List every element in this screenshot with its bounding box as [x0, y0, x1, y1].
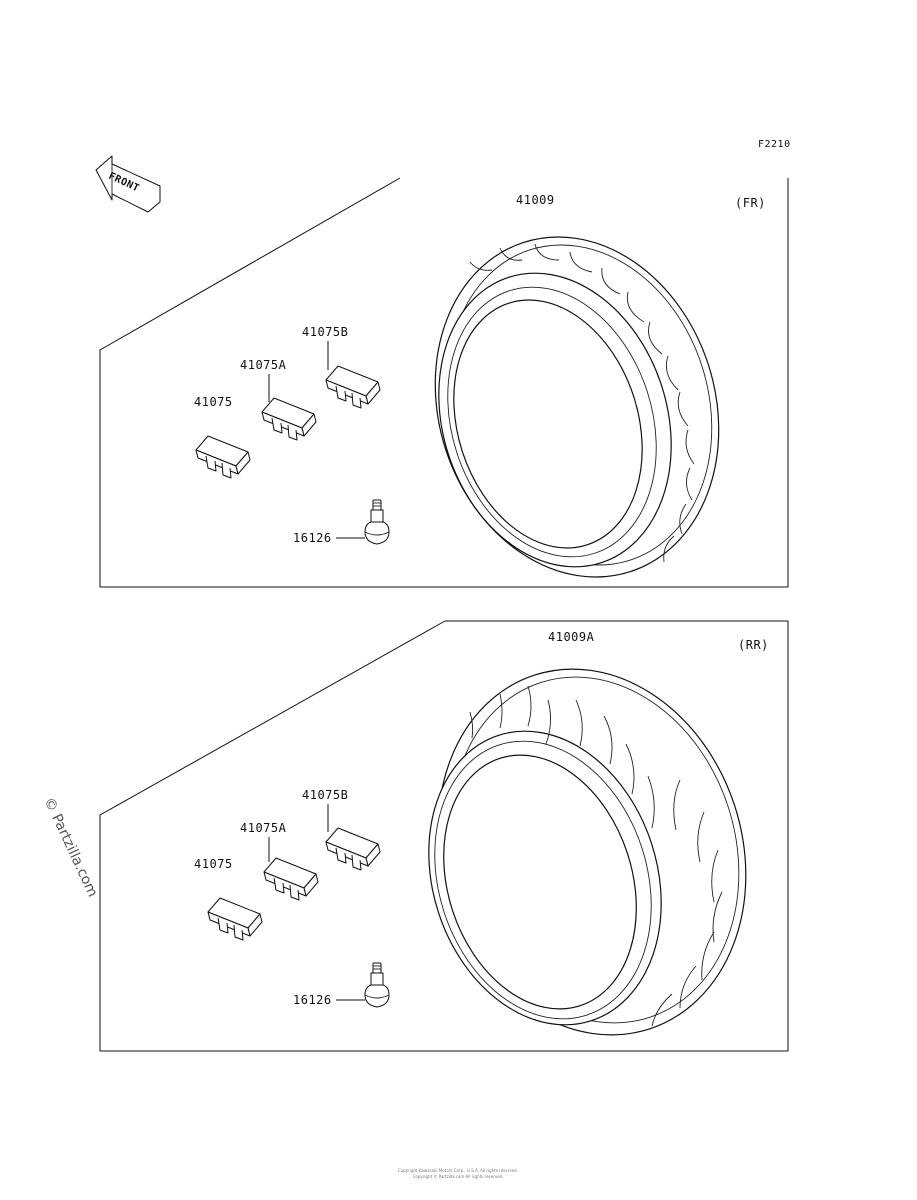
footer-copyright-1: Copyright Kawasaki Motors Corp., U.S.A. …	[398, 1168, 518, 1173]
diagram-code: F2210	[758, 139, 791, 150]
panel-rear-weight-label-1: 41075	[194, 857, 233, 871]
panel-rear-weight-label-3: 41075B	[302, 788, 348, 802]
front-weight-41075a	[261, 397, 317, 441]
panel-rear: 41009A (RR)	[99, 620, 789, 1052]
rear-tire	[428, 668, 747, 1036]
panel-front-tire-part: 41009	[516, 193, 555, 207]
panel-front-frame	[99, 177, 789, 588]
watermark: © Partzilla.com	[40, 795, 100, 900]
panel-rear-weight-label-2: 41075A	[240, 821, 287, 835]
panel-front: 41009 (FR) 41075	[99, 177, 789, 588]
rear-valve-stem	[364, 962, 390, 1008]
panel-rear-frame	[99, 620, 789, 1052]
panel-rear-valve-label: 16126	[293, 993, 332, 1007]
panel-front-weight-label-3: 41075B	[302, 325, 348, 339]
rear-weight-41075b	[325, 827, 381, 871]
panel-front-valve-label: 16126	[293, 531, 332, 545]
front-weight-41075	[195, 435, 251, 479]
front-tire	[434, 236, 720, 578]
front-weight-41075b	[325, 365, 381, 409]
panel-rear-tire-part: 41009A	[548, 630, 595, 644]
rear-weight-41075	[207, 897, 263, 941]
rear-weight-41075a	[263, 857, 319, 901]
front-valve-stem	[364, 499, 390, 545]
panel-rear-position-label: (RR)	[738, 638, 769, 652]
panel-front-position-label: (FR)	[735, 196, 766, 210]
panel-front-weight-label-1: 41075	[194, 395, 233, 409]
footer-copyright-2: Copyright © Partzilla.com All rights res…	[413, 1174, 504, 1179]
front-arrow-icon: FRONT	[95, 155, 161, 213]
panel-front-weight-label-2: 41075A	[240, 358, 287, 372]
